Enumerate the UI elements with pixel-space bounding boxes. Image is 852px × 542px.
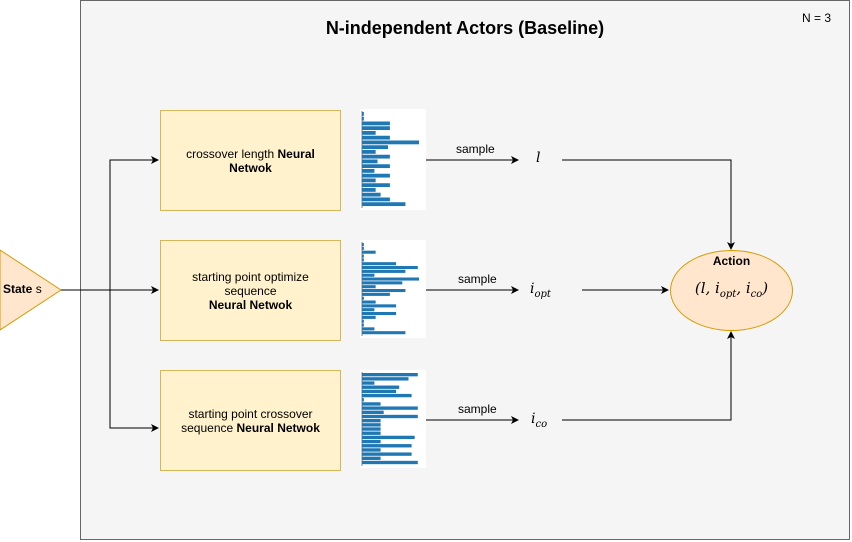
state-triangle: [0, 249, 62, 331]
hist-bar: [362, 296, 364, 300]
hist-bar: [362, 164, 390, 169]
hist-bar: [362, 116, 364, 121]
hist-bar: [362, 439, 381, 444]
hist-bar: [362, 202, 406, 207]
hist-bar: [362, 381, 375, 385]
hist-bar: [362, 460, 418, 465]
hist-bar: [362, 254, 364, 258]
hist-bar: [362, 135, 390, 140]
state-to-nn1-arrow: [61, 156, 159, 291]
hist-bar: [362, 262, 397, 266]
action-title: Action: [712, 254, 751, 268]
hist-bar: [362, 281, 403, 285]
hist-bar: [362, 373, 418, 377]
hist-bar: [362, 150, 376, 154]
action-node: Action (l, iopt, ico): [670, 250, 793, 331]
hist-bar: [362, 315, 376, 319]
hist-bar: [362, 140, 420, 145]
hist-bar: [362, 131, 376, 135]
histogram-3: [360, 370, 426, 468]
hist-bar: [362, 183, 390, 188]
hist-bar: [362, 273, 375, 277]
hist-bar: [362, 312, 397, 316]
hist-bar: [362, 188, 376, 192]
hist-bar: [362, 427, 381, 431]
hist-bar: [362, 419, 381, 423]
hist-bar: [362, 423, 381, 427]
hist-bar: [362, 289, 406, 293]
hist-bar: [362, 154, 390, 159]
hist-bar: [362, 169, 375, 173]
hist-bar: [362, 269, 406, 273]
nn-start-crossover: starting point crossover sequence Neural…: [160, 370, 341, 471]
histogram-1: [360, 109, 426, 210]
hist-bar: [362, 121, 390, 126]
diagram-title: N-independent Actors (Baseline): [325, 18, 605, 38]
hist-bar: [362, 285, 376, 289]
var-i-co: ico: [531, 411, 548, 430]
hist-bar: [362, 178, 376, 183]
hist-bar: [362, 173, 390, 178]
hist-bar: [362, 304, 397, 308]
hist-bar: [362, 331, 406, 335]
hist-bar: [362, 308, 375, 312]
sample-label-2: sample: [458, 272, 497, 286]
l-to-action-arrow: [562, 159, 735, 250]
state-to-nn3-arrow: [109, 290, 159, 432]
hist-bar: [362, 145, 389, 150]
hist-bar: [362, 266, 418, 270]
hist-bar: [362, 323, 364, 327]
sample-label-3: sample: [458, 402, 497, 416]
ico-to-action-arrow: [562, 331, 735, 421]
n-count-label: N = 3: [802, 11, 832, 25]
hist-bar: [362, 327, 375, 331]
hist-bar: [362, 159, 378, 164]
var-i-opt: iopt: [530, 281, 551, 300]
hist-bar: [362, 406, 418, 410]
hist-bar: [362, 448, 381, 452]
hist-bar: [362, 402, 381, 406]
hist-bar: [362, 258, 364, 262]
hist-bar: [362, 377, 409, 381]
hist-bar: [362, 444, 412, 448]
hist-bar: [362, 393, 412, 398]
hist-bar: [362, 243, 364, 247]
hist-bar: [362, 414, 418, 419]
hist-bar: [362, 410, 384, 414]
hist-bar: [362, 398, 364, 402]
hist-bar: [362, 435, 415, 440]
hist-bar: [362, 385, 400, 389]
hist-bar: [362, 431, 381, 435]
action-expression: (l, iopt, ico): [694, 279, 769, 300]
hist-bar: [362, 126, 390, 131]
hist-bar: [362, 456, 381, 460]
hist-bar: [362, 197, 390, 202]
hist-bar: [362, 389, 397, 394]
nn-start-optimize: starting point optimize sequence Neural …: [160, 240, 341, 341]
var-l: l: [536, 150, 541, 166]
hist-bar: [362, 300, 376, 304]
hist-bar: [362, 452, 412, 456]
hist-bar: [362, 192, 381, 197]
nn-crossover-length: crossover length Neural Netwok: [160, 110, 341, 211]
hist-bar: [362, 246, 364, 250]
histogram-2: [360, 240, 426, 338]
hist-bar: [362, 250, 376, 254]
sample-label-1: sample: [456, 142, 495, 156]
hist-bar: [362, 319, 364, 323]
hist-bar: [362, 277, 420, 281]
hist-bar: [362, 292, 390, 296]
state-label: State s: [3, 282, 42, 296]
hist-bar: [362, 112, 364, 116]
